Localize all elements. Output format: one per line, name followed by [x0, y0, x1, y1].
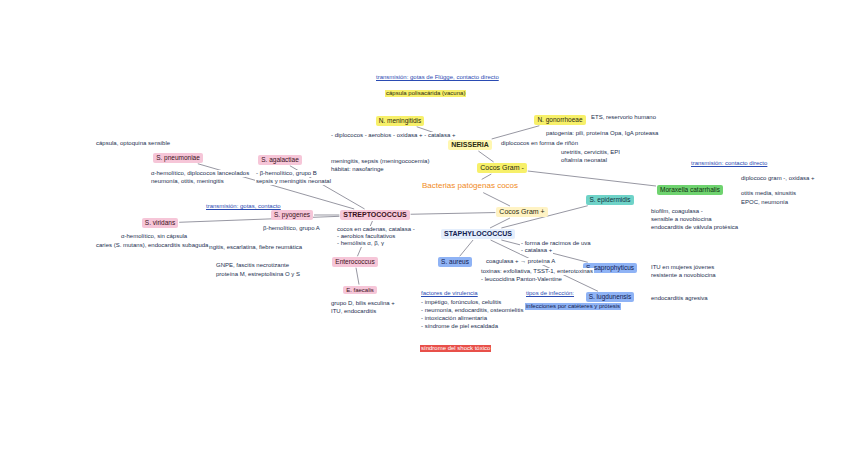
note-text: hábitat: nasofaringe — [330, 166, 385, 173]
note-text: patogenia: pili, proteína Opa, IgA prote… — [545, 130, 659, 137]
note-text: diplococo gram -, oxidasa + — [740, 175, 816, 182]
note-text: ETS, reservorio humano — [590, 114, 657, 121]
topic-text: S. viridans — [145, 219, 175, 226]
note-text: ITU en mujeres jóvenes — [650, 264, 715, 271]
topic-box: S. pneumoniae — [153, 153, 203, 162]
note-text: caries (S. mutans), endocarditis subagud… — [95, 242, 209, 249]
topic-box: S. viridans — [142, 218, 178, 227]
topic-box: STREPTOCOCCUS — [340, 210, 409, 220]
central-topic: Bacterias patógenas cocos — [419, 180, 521, 191]
topic-text: STREPTOCOCCUS — [343, 211, 406, 219]
branch-line — [460, 240, 473, 256]
note-text: - hemólisis α, β, γ — [336, 240, 385, 247]
topic-box: NEISSERIA — [448, 140, 492, 150]
note-text: - leucocidina Panton-Valentine — [480, 276, 563, 283]
note-text: - catalasa + — [520, 247, 553, 254]
topic-text: S. pneumoniae — [156, 154, 200, 161]
note-text: infecciones por catéteres y prótesis — [525, 303, 621, 310]
branch-line — [314, 214, 339, 215]
topic-box: S. epidermidis — [586, 195, 633, 204]
topic-text: N. meningitidis — [379, 117, 422, 124]
topic-text: Moraxella catarrhalis — [660, 186, 720, 193]
topic-box: S. aureus — [438, 257, 472, 266]
topic-box: N. meningitidis — [376, 116, 425, 125]
note-text: coagulasa + → proteína A — [485, 258, 556, 265]
note-text: neumonía, otitis, meningitis — [150, 178, 225, 185]
note-text: EPOC, neumonía — [740, 199, 789, 206]
note-text: oftalmía neonatal — [560, 157, 608, 164]
topic-box: STAPHYLOCOCCUS — [441, 229, 515, 239]
topic-text: S. epidermidis — [589, 196, 630, 203]
topic-box: Cocos Gram + — [496, 207, 547, 217]
note-text: sensible a novobiocina — [650, 216, 713, 223]
note-text: transmisión: gotas de Flügge, contacto d… — [375, 74, 500, 81]
note-text: - intoxicación alimentaria — [420, 315, 488, 322]
branch-line — [179, 216, 339, 222]
topic-box: S. agalactiae — [258, 155, 302, 164]
branch-line — [528, 171, 656, 186]
topic-text: Bacterias patógenas cocos — [422, 181, 518, 190]
branch-line — [483, 193, 510, 206]
topic-box: E. faecalis — [343, 286, 377, 295]
note-text: GNPE, fascitis necrotizante — [215, 262, 290, 269]
topic-text: STAPHYLOCOCCUS — [444, 230, 512, 238]
note-text: síndrome del shock tóxico — [420, 345, 491, 352]
note-text: proteína M, estreptolisina O y S — [215, 271, 301, 278]
topic-text: E. faecalis — [346, 287, 374, 294]
topic-text: Cocos Gram + — [499, 208, 544, 216]
note-text: - diplococos - aerobios - oxidasa + - ca… — [330, 132, 456, 139]
note-text: cocos en cadenas, catalasa - — [336, 226, 416, 233]
topic-text: S. pyogenes — [274, 211, 310, 218]
note-text: - impétigo, forúnculos, celulitis — [420, 299, 502, 306]
note-text: cápsula, optoquina sensible — [95, 140, 171, 147]
note-text: endocarditis agresiva — [650, 295, 709, 302]
note-text: otitis media, sinusitis — [740, 190, 797, 197]
branch-line — [411, 213, 496, 215]
note-text: biofilm, coagulasa - — [650, 208, 704, 215]
branch-line — [491, 240, 598, 291]
note-text: α-hemolítico, sin cápsula — [120, 233, 188, 240]
branch-line — [356, 268, 359, 285]
note-text: sepsis y meningitis neonatal — [255, 178, 332, 185]
note-text: transmisión: contacto directo — [690, 160, 768, 167]
note-text: faringitis, escarlatina, fiebre reumátic… — [200, 244, 303, 251]
topic-box: Cocos Gram - — [477, 163, 527, 173]
branch-line — [482, 174, 492, 179]
note-text: cápsula polisacárida (vacuna) — [385, 90, 466, 97]
topic-box: S. lugdunensis — [586, 292, 635, 301]
note-text: endocarditis de válvula protésica — [650, 224, 739, 231]
topic-text: NEISSERIA — [451, 141, 489, 149]
topic-text: S. aureus — [441, 258, 469, 265]
branch-line — [478, 151, 493, 162]
note-text: - β-hemolítico, grupo B — [255, 170, 318, 177]
topic-text: Enterococcus — [335, 258, 374, 265]
note-text: - aerobios facultativos — [336, 233, 396, 240]
topic-box: Moraxella catarrhalis — [657, 185, 723, 194]
note-text: - neumonía, endocarditis, osteomielitis — [420, 307, 524, 314]
note-text: toxinas: exfoliativa, TSST-1, enterotoxi… — [480, 268, 594, 275]
note-text: tipos de infección: — [525, 290, 575, 297]
note-text: meningitis, sepsis (meningococemia) — [330, 158, 430, 165]
topic-text: S. agalactiae — [261, 156, 299, 163]
note-text: diplococos en forma de riñón — [500, 140, 579, 147]
topic-box: Enterococcus — [332, 257, 377, 266]
note-text: ITU, endocarditis — [330, 308, 377, 315]
note-text: - síndrome de piel escaldada — [420, 323, 499, 330]
topic-box: S. pyogenes — [271, 210, 313, 219]
branch-line — [492, 126, 540, 139]
note-text: - forma de racimos de uva — [520, 240, 592, 247]
topic-text: N. gonorrhoeae — [537, 116, 582, 123]
note-text: resistente a novobiocina — [650, 272, 717, 279]
topic-text: S. lugdunensis — [589, 293, 632, 300]
note-text: grupo D, bilis esculina + — [330, 300, 396, 307]
note-text: uretritis, cervicitis, EPI — [560, 149, 621, 156]
note-text: factores de virulencia — [420, 290, 479, 297]
note-text: transmisión: gotas, contacto — [205, 203, 282, 210]
topic-text: Cocos Gram - — [480, 164, 524, 172]
topic-box: N. gonorrhoeae — [534, 115, 585, 124]
note-text: α-hemolítico, diplococos lanceolados — [150, 170, 250, 177]
note-text: β-hemolítico, grupo A — [262, 225, 321, 232]
